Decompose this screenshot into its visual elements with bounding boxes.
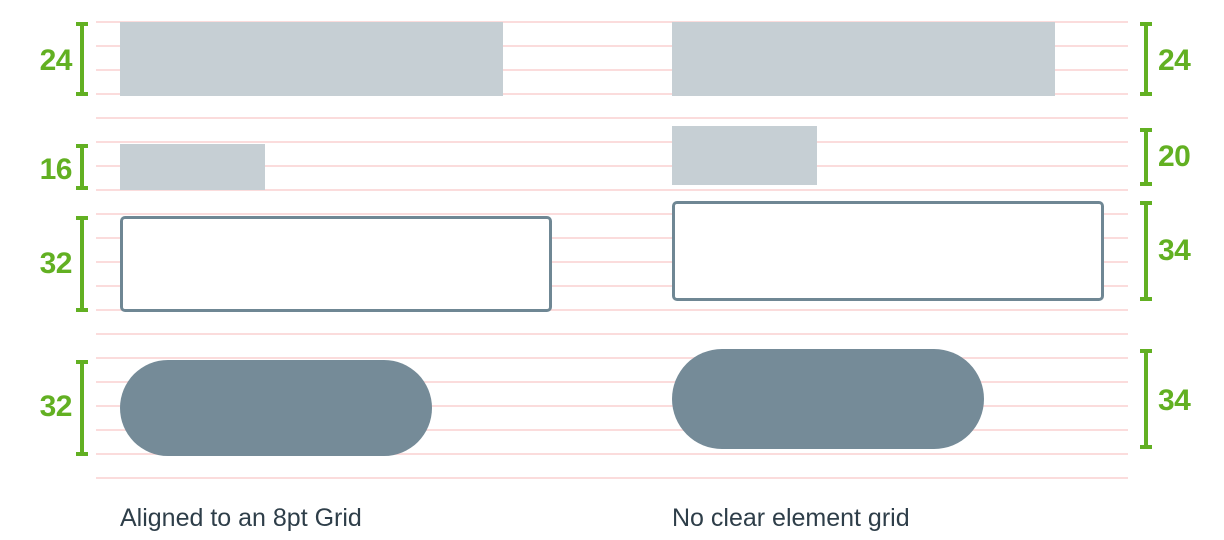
bracket-stem — [80, 144, 84, 190]
sample-element-right-row1 — [672, 22, 1055, 96]
sample-element-right-row4 — [672, 349, 984, 449]
caption-left: Aligned to an 8pt Grid — [120, 504, 362, 532]
bracket-stem — [1144, 128, 1148, 186]
measure-bracket-right-row4 — [1140, 349, 1152, 449]
bracket-stem — [80, 22, 84, 96]
measure-bracket-left-row2 — [76, 144, 88, 190]
measure-bracket-right-row2 — [1140, 128, 1152, 186]
sample-element-left-row2 — [120, 144, 265, 190]
gridline — [96, 333, 1128, 335]
sample-element-right-row2 — [672, 126, 817, 185]
bracket-stem — [1144, 201, 1148, 301]
bracket-stem — [80, 216, 84, 312]
gridline — [96, 477, 1128, 479]
gridline — [96, 117, 1128, 119]
gridline — [96, 141, 1128, 143]
bracket-cap-bottom — [76, 92, 88, 96]
measure-label-right-row3: 34 — [1158, 234, 1191, 267]
bracket-cap-bottom — [76, 308, 88, 312]
bracket-cap-bottom — [1140, 297, 1152, 301]
gridline — [96, 357, 1128, 359]
bracket-cap-bottom — [1140, 92, 1152, 96]
bracket-stem — [1144, 349, 1148, 449]
measure-bracket-right-row1 — [1140, 22, 1152, 96]
bracket-stem — [1144, 22, 1148, 96]
measure-label-left-row3: 32 — [39, 247, 73, 280]
measure-bracket-right-row3 — [1140, 201, 1152, 301]
bracket-cap-bottom — [1140, 182, 1152, 186]
bracket-stem — [80, 360, 84, 456]
measure-bracket-left-row4 — [76, 360, 88, 456]
measure-label-right-row1: 24 — [1158, 44, 1191, 77]
measure-label-left-row1: 24 — [39, 44, 73, 77]
bracket-cap-bottom — [1140, 445, 1152, 449]
sample-element-left-row4 — [120, 360, 432, 456]
measure-bracket-left-row3 — [76, 216, 88, 312]
caption-right: No clear element grid — [672, 504, 910, 532]
sample-element-left-row1 — [120, 22, 503, 96]
bracket-cap-bottom — [76, 452, 88, 456]
measure-label-right-row4: 34 — [1158, 384, 1191, 417]
bracket-cap-bottom — [76, 186, 88, 190]
sample-element-left-row3 — [120, 216, 552, 312]
measure-bracket-left-row1 — [76, 22, 88, 96]
measure-label-left-row2: 16 — [39, 153, 73, 186]
measure-label-right-row2: 20 — [1158, 140, 1191, 173]
measure-label-left-row4: 32 — [39, 390, 73, 423]
sample-element-right-row3 — [672, 201, 1104, 301]
